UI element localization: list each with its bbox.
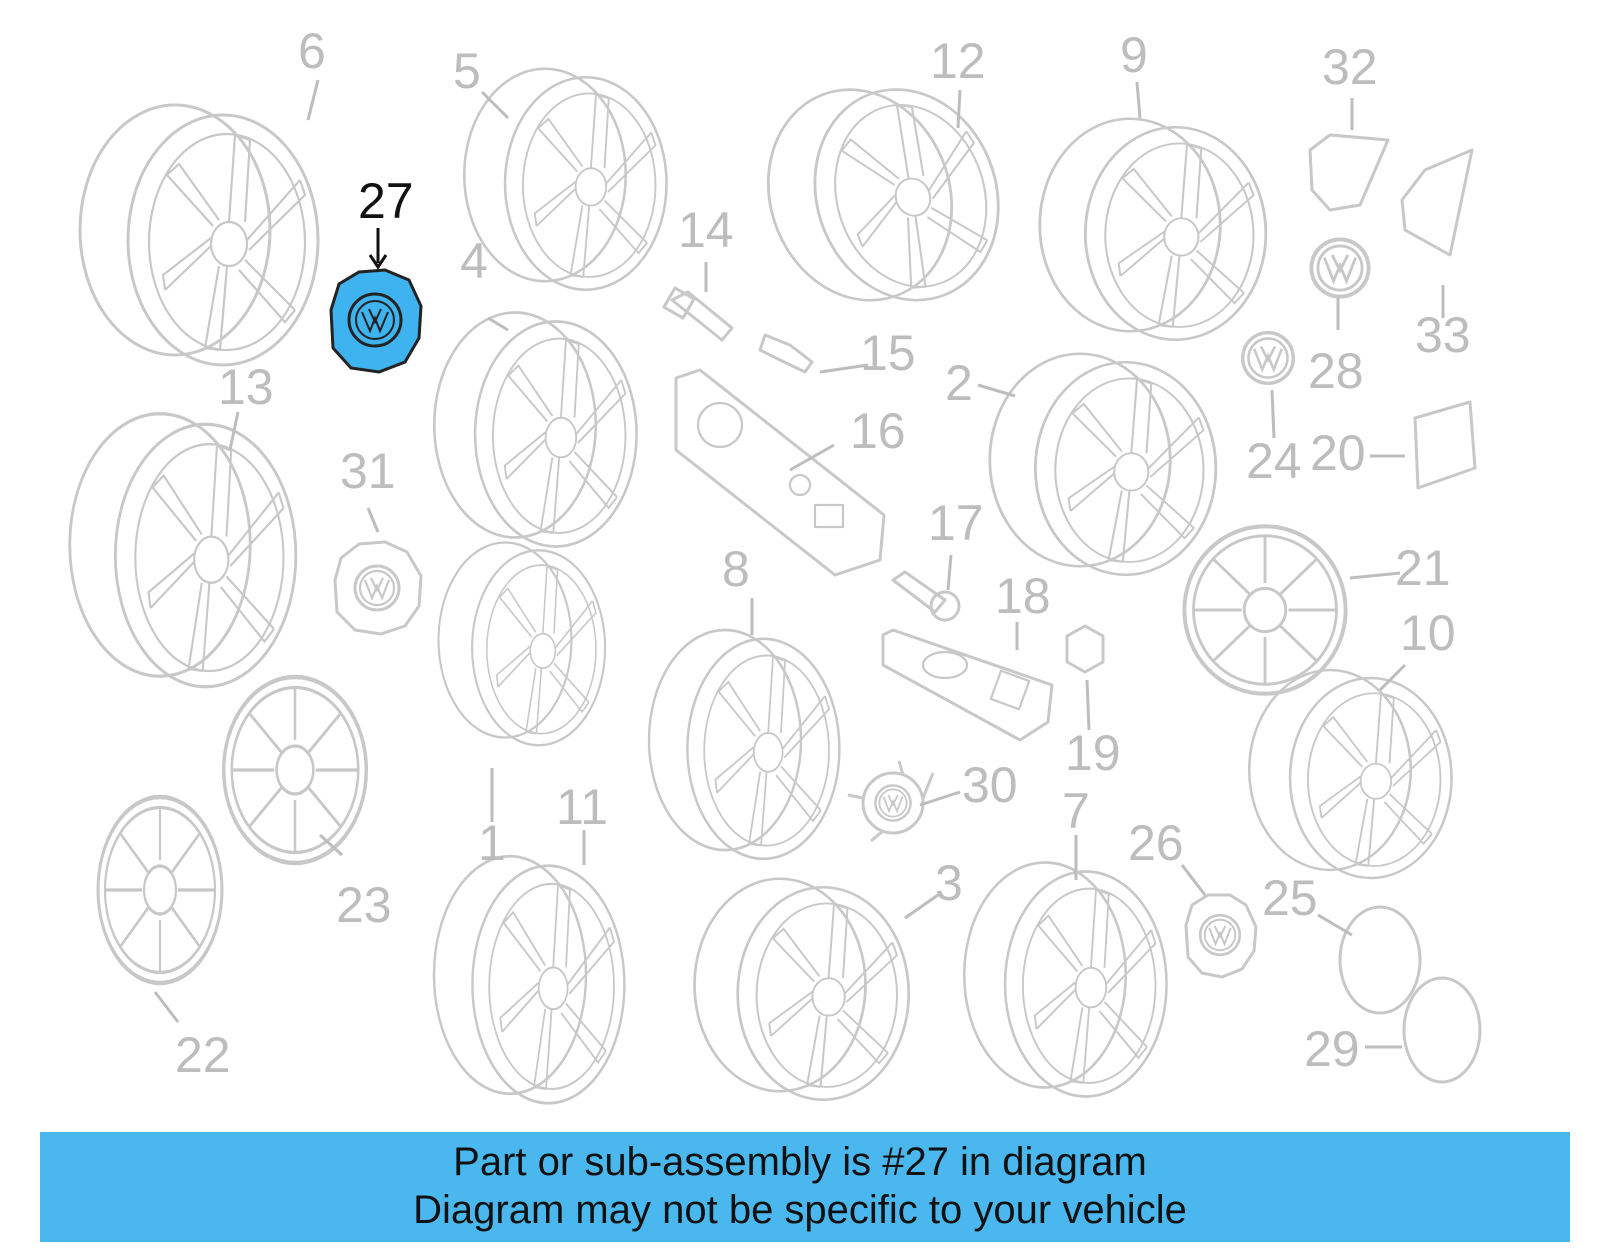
callout-5: 5	[453, 43, 481, 99]
callout-3: 3	[935, 855, 963, 911]
decal-33	[1400, 148, 1474, 257]
callout-16: 16	[850, 403, 906, 459]
valve-stem-15	[758, 333, 814, 374]
callout-29: 29	[1304, 1021, 1360, 1077]
callout-labels: 6 5 12 9 32 33 28 24 20 2 14 15 16 17 18…	[175, 23, 1471, 1083]
wheel-10	[1247, 668, 1453, 880]
wheel-9	[1038, 117, 1268, 342]
wheel-cover-21	[1184, 526, 1345, 693]
wheel-4	[432, 311, 638, 548]
callout-28: 28	[1308, 343, 1364, 399]
callout-7: 7	[1062, 783, 1090, 839]
decal-32	[1308, 133, 1390, 212]
wheel-2	[988, 352, 1218, 577]
callout-14: 14	[678, 202, 734, 258]
emblem-28	[1309, 237, 1371, 299]
callout-9: 9	[1120, 27, 1148, 83]
wheel-cover-23	[224, 677, 367, 863]
emblem-24	[1240, 330, 1296, 386]
banner-line-1: Part or sub-assembly is #27 in diagram	[453, 1140, 1147, 1184]
label-20	[1413, 400, 1477, 490]
bolt-14	[662, 286, 734, 342]
callout-31: 31	[340, 443, 396, 499]
callout-15: 15	[860, 325, 916, 381]
wheel-6	[78, 103, 320, 367]
center-cap-30	[847, 760, 935, 843]
callout-17: 17	[928, 495, 984, 551]
banner-line-2: Diagram may not be specific to your vehi…	[413, 1188, 1187, 1232]
callout-4: 4	[460, 233, 488, 289]
leader-lines	[153, 79, 1445, 1049]
wheel-1	[437, 541, 607, 747]
callout-21: 21	[1395, 540, 1451, 596]
lock-kit-18	[881, 628, 1054, 742]
callout-8: 8	[722, 541, 750, 597]
info-banner: Part or sub-assembly is #27 in diagram D…	[40, 1132, 1570, 1242]
bolt-17	[891, 570, 961, 622]
callout-27: 27	[358, 173, 414, 229]
callout-26: 26	[1128, 815, 1184, 871]
nut-19	[1065, 624, 1105, 674]
callout-23: 23	[336, 877, 392, 933]
callout-13: 13	[218, 359, 274, 415]
callout-12: 12	[930, 33, 986, 89]
callout-6: 6	[298, 23, 326, 79]
center-cap-26	[1184, 893, 1258, 979]
wheel-12	[745, 64, 1021, 326]
wheel-11	[432, 854, 626, 1105]
ring-29	[1402, 976, 1482, 1084]
callout-22: 22	[175, 1027, 231, 1083]
callout-18: 18	[995, 568, 1051, 624]
callout-30: 30	[962, 757, 1018, 813]
wheel-8	[647, 628, 841, 861]
wheel-5	[462, 67, 668, 292]
callout-20: 20	[1310, 425, 1366, 481]
callout-1: 1	[478, 815, 506, 871]
wheel-cover-22	[98, 797, 222, 983]
callout-10: 10	[1400, 605, 1456, 661]
sensor-kit-16	[674, 368, 886, 577]
callout-11: 11	[556, 779, 608, 835]
wheel-7	[962, 861, 1168, 1098]
callout-19: 19	[1065, 725, 1121, 781]
wheel-13	[68, 412, 298, 689]
center-cap-31	[333, 540, 423, 636]
callout-2: 2	[945, 355, 973, 411]
callout-25: 25	[1262, 870, 1318, 926]
center-cap-27-highlighted[interactable]	[329, 268, 423, 374]
ring-25	[1338, 905, 1422, 1015]
callout-33: 33	[1415, 307, 1471, 363]
wheel-3	[693, 877, 911, 1102]
callout-32: 32	[1322, 39, 1378, 95]
callout-24: 24	[1246, 433, 1302, 489]
